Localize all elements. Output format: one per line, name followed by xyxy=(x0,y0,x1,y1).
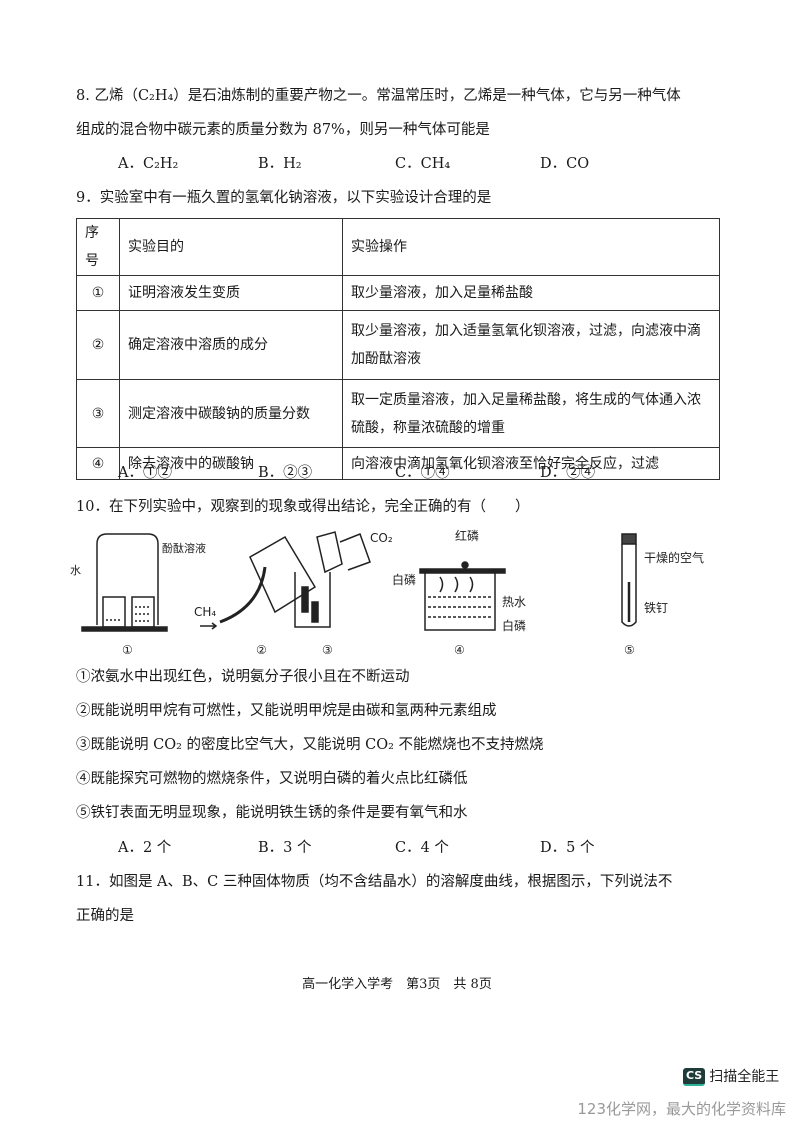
figure-1: 浓氨水 酚酞溶液 ① xyxy=(70,533,206,657)
figure-2: CH₄ ② xyxy=(194,535,317,657)
q10-figures: 浓氨水 酚酞溶液 ① CH₄ ② CO₂ ③ 白磷 红磷 热水 白磷 ④ 干燥的… xyxy=(70,528,704,657)
statement-4: ④既能探究可燃物的燃烧条件，又说明白磷的着火点比红磷低 xyxy=(76,771,468,787)
q10-option-b: B．3 个 xyxy=(258,840,312,856)
row-no: ③ xyxy=(76,379,120,448)
figure-number: ③ xyxy=(322,643,333,657)
row-goal: 测定溶液中碳酸钠的质量分数 xyxy=(119,379,343,448)
q9-option-a: A．①② xyxy=(118,465,172,481)
row-goal: 除去溶液中的碳酸钠 xyxy=(119,447,343,480)
q10-option-a: A．2 个 xyxy=(118,840,172,856)
row-op: 取少量溶液，加入适量氢氧化钡溶液，过滤，向滤液中滴加酚酞溶液 xyxy=(342,310,720,380)
q11-line2: 正确的是 xyxy=(76,908,134,924)
header-no: 序号 xyxy=(76,218,120,276)
label-hot-water: 热水 xyxy=(502,595,526,609)
label-red-p: 红磷 xyxy=(455,528,479,543)
label-white-p2: 白磷 xyxy=(502,618,526,633)
scanner-name: 扫描全能王 xyxy=(709,1069,780,1085)
row-op: 取少量溶液，加入足量稀盐酸 xyxy=(342,275,720,311)
q9-stem: 9．实验室中有一瓶久置的氢氧化钠溶液，以下实验设计合理的是 xyxy=(76,190,492,206)
q9-option-d: D．②④ xyxy=(540,465,596,481)
label-ch4: CH₄ xyxy=(194,605,216,619)
row-no: ② xyxy=(76,310,120,380)
row-op: 向溶液中滴加氢氧化钡溶液至恰好完全反应，过滤 xyxy=(342,447,720,480)
q8-line2: 组成的混合物中碳元素的质量分数为 87%，则另一种气体可能是 xyxy=(76,122,490,138)
q10-stem: 10．在下列实验中，观察到的现象或得出结论，完全正确的有（ ） xyxy=(76,499,530,515)
header-op: 实验操作 xyxy=(342,218,720,276)
figure-4: 白磷 红磷 热水 白磷 ④ xyxy=(392,528,526,657)
q8-option-b: B．H₂ xyxy=(258,156,302,172)
statement-5: ⑤铁钉表面无明显现象，能说明铁生锈的条件是要有氧气和水 xyxy=(76,805,468,821)
statement-2: ②既能说明甲烷有可燃性，又能说明甲烷是由碳和氢两种元素组成 xyxy=(76,703,497,719)
figure-3: CO₂ ③ xyxy=(294,531,393,657)
q8-option-a: A．C₂H₂ xyxy=(118,156,179,172)
label-white-p: 白磷 xyxy=(392,572,416,587)
label-nh3: 浓氨水 xyxy=(70,564,81,577)
q8-line1: 8. 乙烯（C₂H₄）是石油炼制的重要产物之一。常温常压时，乙烯是一种气体，它与… xyxy=(76,88,681,104)
q10-option-d: D．5 个 xyxy=(540,840,595,856)
figure-number: ④ xyxy=(454,643,465,657)
label-nail: 铁钉 xyxy=(644,601,668,615)
q11-line1: 11．如图是 A、B、C 三种固体物质（均不含结晶水）的溶解度曲线，根据图示，下… xyxy=(76,874,673,890)
label-co2: CO₂ xyxy=(370,531,393,545)
label-dry-air: 干燥的空气 xyxy=(644,550,704,565)
q8-option-c: C．CH₄ xyxy=(395,156,451,172)
table-header-row: 序号 实验目的 实验操作 xyxy=(76,218,720,276)
figure-number: ① xyxy=(122,643,133,657)
figure-number: ② xyxy=(256,643,267,657)
statement-3: ③既能说明 CO₂ 的密度比空气大，又能说明 CO₂ 不能燃烧也不支持燃烧 xyxy=(76,737,544,753)
watermark: 123化学网，最大的化学资料库 xyxy=(577,1100,786,1118)
figure-number: ⑤ xyxy=(624,643,635,657)
q10-option-c: C．4 个 xyxy=(395,840,449,856)
row-goal: 证明溶液发生变质 xyxy=(119,275,343,311)
header-goal: 实验目的 xyxy=(119,218,343,276)
q9-option-c: C．①④ xyxy=(395,465,450,481)
q8-option-d: D．CO xyxy=(540,156,590,172)
row-no: ④ xyxy=(76,447,120,480)
row-op: 取一定质量溶液，加入足量稀盐酸，将生成的气体通入浓硫酸，称量浓硫酸的增重 xyxy=(342,379,720,448)
page-footer: 高一化学入学考 第3页 共 8页 xyxy=(302,977,492,992)
figure-5: 干燥的空气 铁钉 ⑤ xyxy=(621,533,704,657)
row-no: ① xyxy=(76,275,120,311)
label-phen: 酚酞溶液 xyxy=(162,541,206,555)
row-goal: 确定溶液中溶质的成分 xyxy=(119,310,343,380)
q9-option-b: B．②③ xyxy=(258,465,313,481)
statement-1: ①浓氨水中出现红色，说明氨分子很小且在不断运动 xyxy=(76,669,410,685)
cs-badge: CS xyxy=(683,1068,706,1086)
